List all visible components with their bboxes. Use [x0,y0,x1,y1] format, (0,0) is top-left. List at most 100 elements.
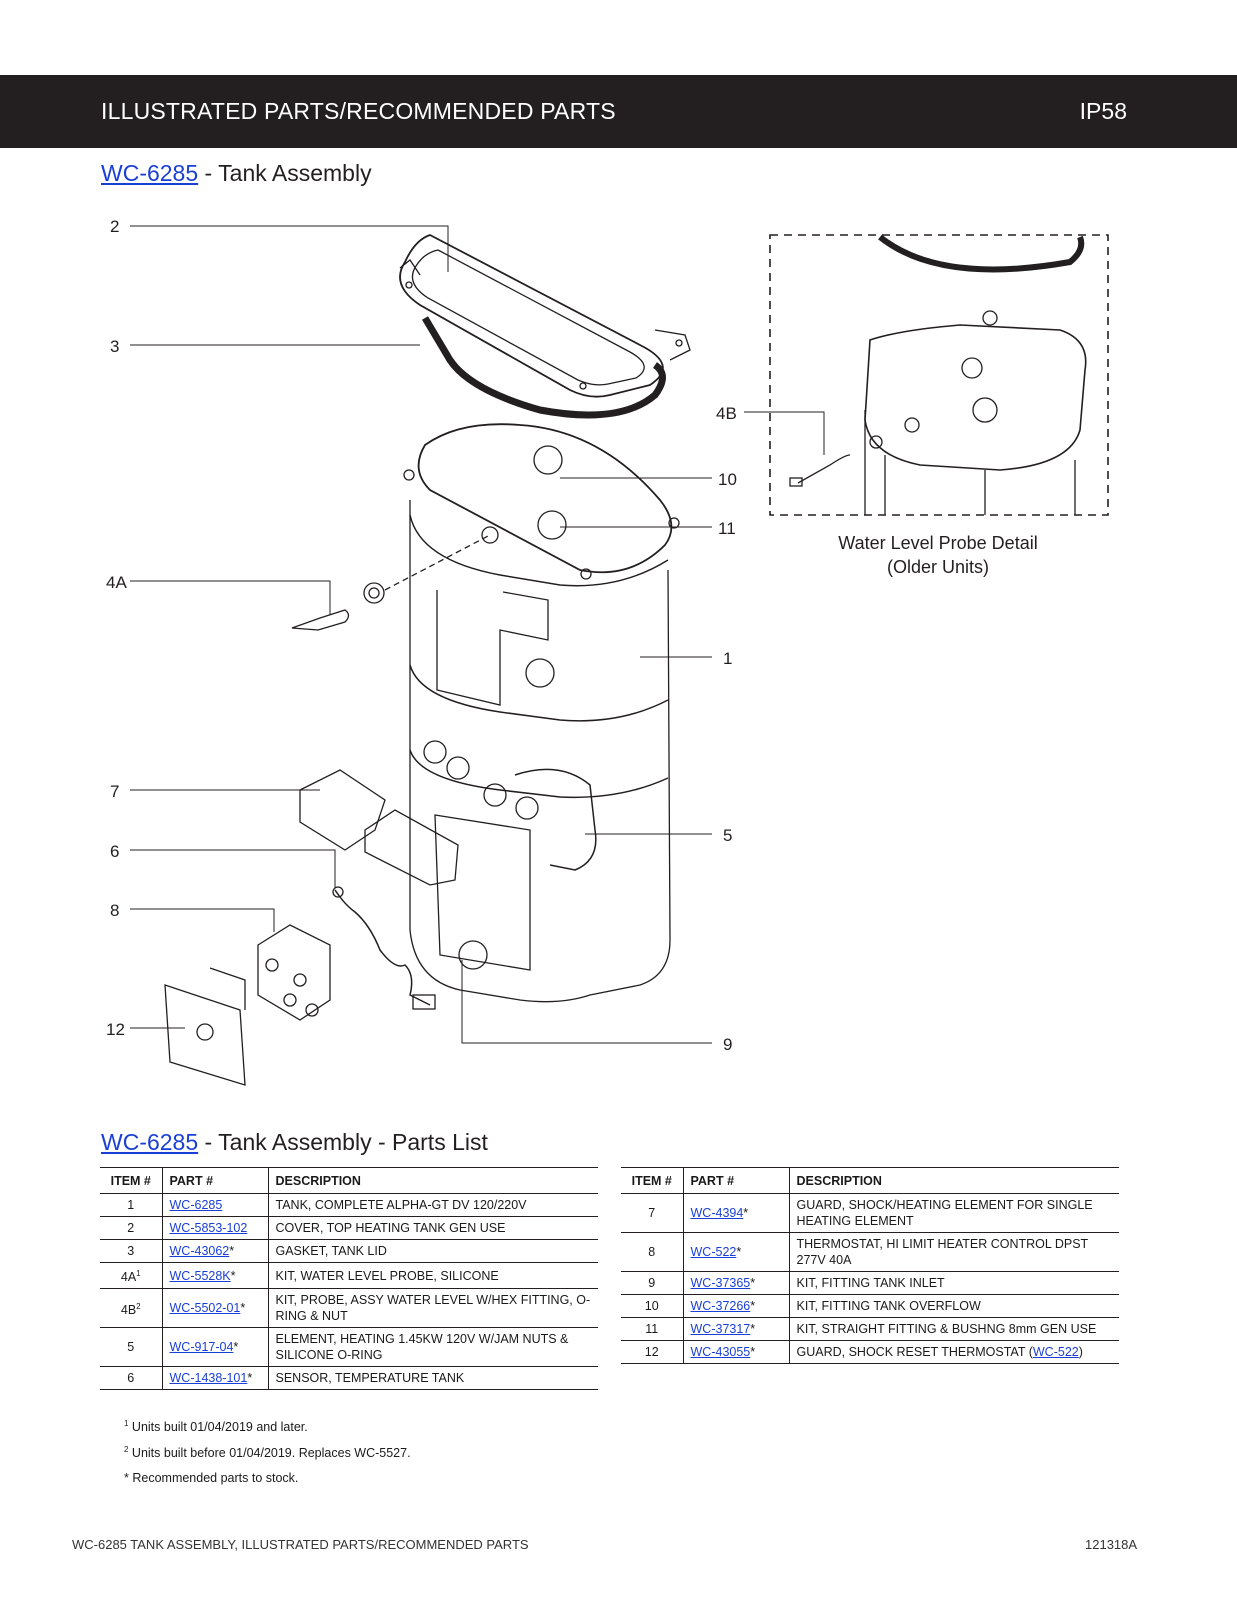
part-number-link[interactable]: WC-43055 [690,1345,751,1359]
footnote-1: 1 Units built 01/04/2019 and later. [124,1419,308,1434]
tank-body-drawing [403,423,680,1003]
footnote-text: Units built 01/04/2019 and later. [128,1420,308,1435]
callout-12: 12 [106,1020,125,1039]
part-number-link[interactable]: WC-6285 [169,1198,223,1212]
description-text: COVER, TOP HEATING TANK GEN USE [275,1221,506,1235]
footnote-mark: * [124,1471,129,1485]
callout-1: 1 [723,649,732,668]
footer-revision-code: 121318A [1085,1537,1138,1552]
description-text: SENSOR, TEMPERATURE TANK [275,1371,465,1386]
cell-description: GUARD, SHOCK/HEATING ELEMENT FOR SINGLE … [788,1193,1119,1233]
part-number-link[interactable]: WC-917-04 [169,1340,234,1355]
part-number-link[interactable]: WC-5502-01 [169,1301,241,1316]
description-tail: ) [1078,1345,1083,1359]
header-title: ILLUSTRATED PARTS/RECOMMENDED PARTS [101,98,616,124]
thermostat-guard-drawing [164,967,246,1086]
callout-9: 9 [723,1035,732,1054]
part-number-link[interactable]: WC-37365 [690,1276,751,1290]
callout-2: 2 [110,217,119,236]
description-text: GUARD, SHOCK RESET THERMOSTAT ( [796,1345,1033,1359]
cell-item: 7 [621,1193,683,1233]
cell-description: KIT, FITTING TANK INLET [788,1271,1119,1295]
cell-description: ELEMENT, HEATING 1.45KW 120V W/JAM NUTS … [267,1327,598,1368]
cell-part: WC-4394* [682,1193,789,1233]
item-number: 2 [127,1221,135,1235]
footnote-3: * Recommended parts to stock. [124,1471,298,1485]
cell-item: 4B2 [100,1288,162,1329]
cell-part: WC-917-04* [161,1327,268,1368]
part-number-link[interactable]: WC-522 [690,1245,737,1259]
cell-item: 8 [621,1232,683,1272]
cell-part: WC-5502-01* [161,1288,268,1329]
part-link-wc-6285[interactable]: WC-6285 [101,160,199,186]
cell-item: 1 [100,1193,162,1217]
detail-caption: Water Level Probe Detail [838,533,1037,553]
probe-4a-drawing [291,534,491,631]
cell-part: WC-43062* [161,1239,268,1263]
footnote-text: Recommended parts to stock. [128,1471,299,1485]
cell-description: GASKET, TANK LID [267,1239,598,1263]
section-title-assembly: WC-6285 - Tank Assembly [101,160,372,187]
column-header-description: DESCRIPTION [267,1167,598,1194]
recommended-mark: * [247,1371,253,1386]
column-header-item: ITEM # [621,1167,683,1194]
callout-5: 5 [723,826,732,845]
leader-lines [130,225,825,1044]
recommended-mark: * [750,1345,756,1359]
part-number-link[interactable]: WC-37317 [690,1322,751,1336]
cell-part: WC-43055* [682,1340,789,1364]
cell-part: WC-522* [682,1232,789,1272]
header-bar: ILLUSTRATED PARTS/RECOMMENDED PARTS IP58 [0,75,1237,148]
part-number-link[interactable]: WC-5853-102 [169,1221,248,1235]
cell-description: KIT, FITTING TANK OVERFLOW [788,1294,1119,1318]
footnote-ref: 2 [136,1301,141,1311]
recommended-mark: * [233,1340,239,1355]
description-part-link[interactable]: WC-522 [1032,1345,1079,1359]
callout-4b: 4B [716,404,737,423]
footnote-text: Units built before 01/04/2019. Replaces … [128,1446,411,1461]
part-number-link[interactable]: WC-1438-101 [169,1371,248,1386]
recommended-mark: * [750,1322,756,1336]
sensor-drawing [334,889,431,1006]
part-number-link[interactable]: WC-4394 [690,1206,744,1220]
table-row: 2 WC-5853-102 COVER, TOP HEATING TANK GEN … [100,1216,598,1240]
recommended-mark: * [240,1301,246,1316]
description-text: KIT, WATER LEVEL PROBE, SILICONE [275,1268,499,1283]
cell-part: WC-5853-102 [161,1216,268,1240]
part-link-wc-6285-list[interactable]: WC-6285 [101,1129,199,1155]
recommended-mark: * [230,1268,236,1283]
cell-description: KIT, PROBE, ASSY WATER LEVEL W/HEX FITTI… [267,1288,598,1329]
cell-item: 9 [621,1271,683,1295]
cell-item: 4A1 [100,1262,162,1290]
cell-item: 12 [621,1340,683,1364]
cell-description: GUARD, SHOCK RESET THERMOSTAT (WC-522) [788,1340,1119,1364]
table-header-row: ITEM # PART # DESCRIPTION [621,1167,1119,1194]
cell-part: WC-37266* [682,1294,789,1318]
cell-description: COVER, TOP HEATING TANK GEN USE [267,1216,598,1240]
cell-item: 3 [100,1239,162,1263]
gasket-drawing [421,316,666,419]
exploded-parts-diagram: 2 3 4B 10 11 4A 1 7 5 6 8 12 9 Water Lev… [106,217,1109,1086]
cell-item: 6 [100,1366,162,1391]
cell-part: WC-5528K* [161,1262,268,1290]
table-row: 6 WC-1438-101* SENSOR, TEMPERATURE TANK [100,1366,598,1391]
callout-6: 6 [110,842,119,861]
part-number-link[interactable]: WC-43062 [169,1244,230,1258]
part-number-link[interactable]: WC-5528K [169,1268,231,1283]
item-number: 12 [644,1345,659,1359]
cell-description: KIT, WATER LEVEL PROBE, SILICONE [267,1262,598,1290]
cell-item: 10 [621,1294,683,1318]
column-header-item: ITEM # [100,1167,162,1194]
part-number-link[interactable]: WC-37266 [690,1299,751,1313]
callout-11: 11 [718,519,736,538]
recommended-mark: * [743,1206,749,1220]
item-number: 10 [644,1299,659,1313]
callout-8: 8 [110,901,119,920]
